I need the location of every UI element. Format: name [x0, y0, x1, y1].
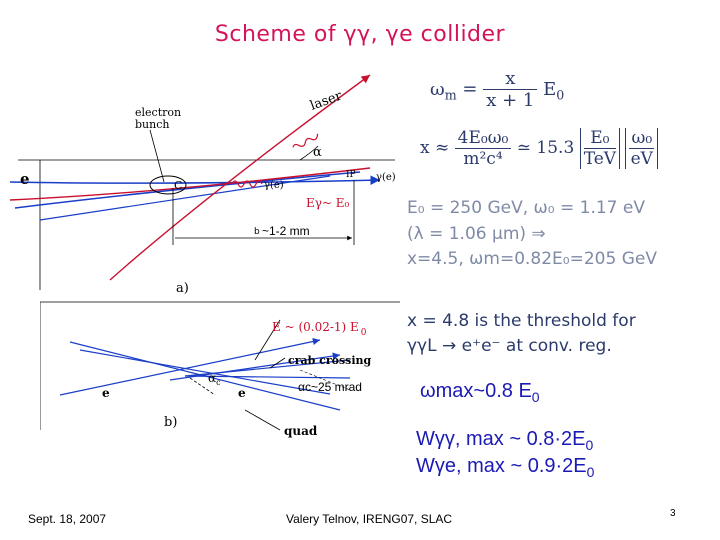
energy-label-text: E ~ (0.02-1) E: [272, 320, 359, 334]
equals-sign: =: [462, 78, 478, 100]
slide-title: Scheme of γγ, γe collider: [214, 22, 506, 47]
laser-label: laser: [308, 88, 344, 113]
distance-b-label: b: [254, 227, 260, 237]
alpha-label: α: [313, 145, 322, 160]
panel-b-label: b): [164, 415, 177, 430]
footer-date: Sept. 18, 2007: [28, 512, 107, 526]
footer-author: Valery Telnov, IRENG07, SLAC: [286, 512, 453, 526]
beam-b-2: [59, 337, 321, 396]
conversion-point: [149, 175, 187, 195]
note-energy: E₀ = 250 GeV, ω₀ = 1.17 eV: [407, 198, 645, 218]
omega-m-symbol: ωm: [430, 78, 457, 103]
electron-beam-lower2: [39, 175, 331, 221]
crab-pointer: [269, 357, 286, 369]
x-fraction: x x + 1: [483, 68, 538, 111]
egamma-label: Eγ~ E₀: [306, 196, 350, 210]
electron-bunch-line1: electron: [135, 106, 181, 119]
e-right-label: e: [238, 386, 246, 400]
ip-label: IP: [346, 170, 356, 180]
omega-m-formula: ωm = x x + 1 E0: [430, 68, 564, 111]
beam-b-5: [184, 359, 351, 377]
note-x-value: x=4.5, ωm=0.82E₀=205 GeV: [407, 249, 657, 269]
alpha-arc: [299, 145, 319, 161]
alpha-c-value-label: αc~25 mrad: [298, 380, 362, 394]
crab-crossing-label: crab crossing: [288, 354, 372, 367]
footer-page: 3: [670, 508, 676, 519]
energy-pointer: [254, 319, 281, 361]
electron-beam-main: [9, 175, 381, 186]
electron-beam-lower: [14, 171, 361, 209]
beam-b-3: [79, 349, 331, 395]
alpha-c-label: αc: [208, 371, 221, 387]
e-label: e: [20, 170, 30, 188]
distance-label: ~1-2 mm: [262, 224, 310, 238]
laser-squiggle: [292, 133, 319, 148]
quad-label: quad: [284, 424, 318, 438]
laser-line: [109, 74, 371, 281]
alpha-c-dash: [189, 377, 216, 396]
beam-b-6: [184, 375, 351, 379]
note-conversion: γγL → e⁺e⁻ at conv. reg.: [407, 336, 612, 356]
e0-symbol: E0: [543, 78, 565, 103]
electron-bunch-label: electron bunch: [135, 106, 185, 131]
w-gamma-e-result: Wγe, max ~ 0.9·2E0: [416, 455, 595, 480]
diagram-a: electron bunch laser α IP γ(e) γ(e) e C …: [9, 74, 396, 296]
crossing-dash: [299, 369, 351, 391]
energy-label-sub: 0: [361, 328, 367, 338]
gamma-e-mid-label: γ(e): [264, 180, 284, 191]
e-left-label: e: [102, 386, 110, 400]
gamma-e-right-label: γ(e): [376, 172, 396, 183]
electron-bunch-line2: bunch: [135, 118, 169, 131]
red-beam-flat: [9, 167, 371, 201]
photon-squiggle: [231, 180, 263, 188]
bunch-pointer: [149, 129, 165, 183]
panel-a-label: a): [176, 281, 189, 296]
note-wavelength: (λ = 1.06 μm) ⇒: [407, 224, 546, 244]
quad-pointer: [244, 409, 281, 431]
note-threshold: x = 4.8 is the threshold for: [407, 311, 636, 331]
omega-max-result: ωmax~0.8 E0: [420, 380, 540, 405]
w-gamma-gamma-result: Wγγ, max ~ 0.8·2E0: [416, 428, 594, 453]
c-label: C: [174, 179, 182, 192]
